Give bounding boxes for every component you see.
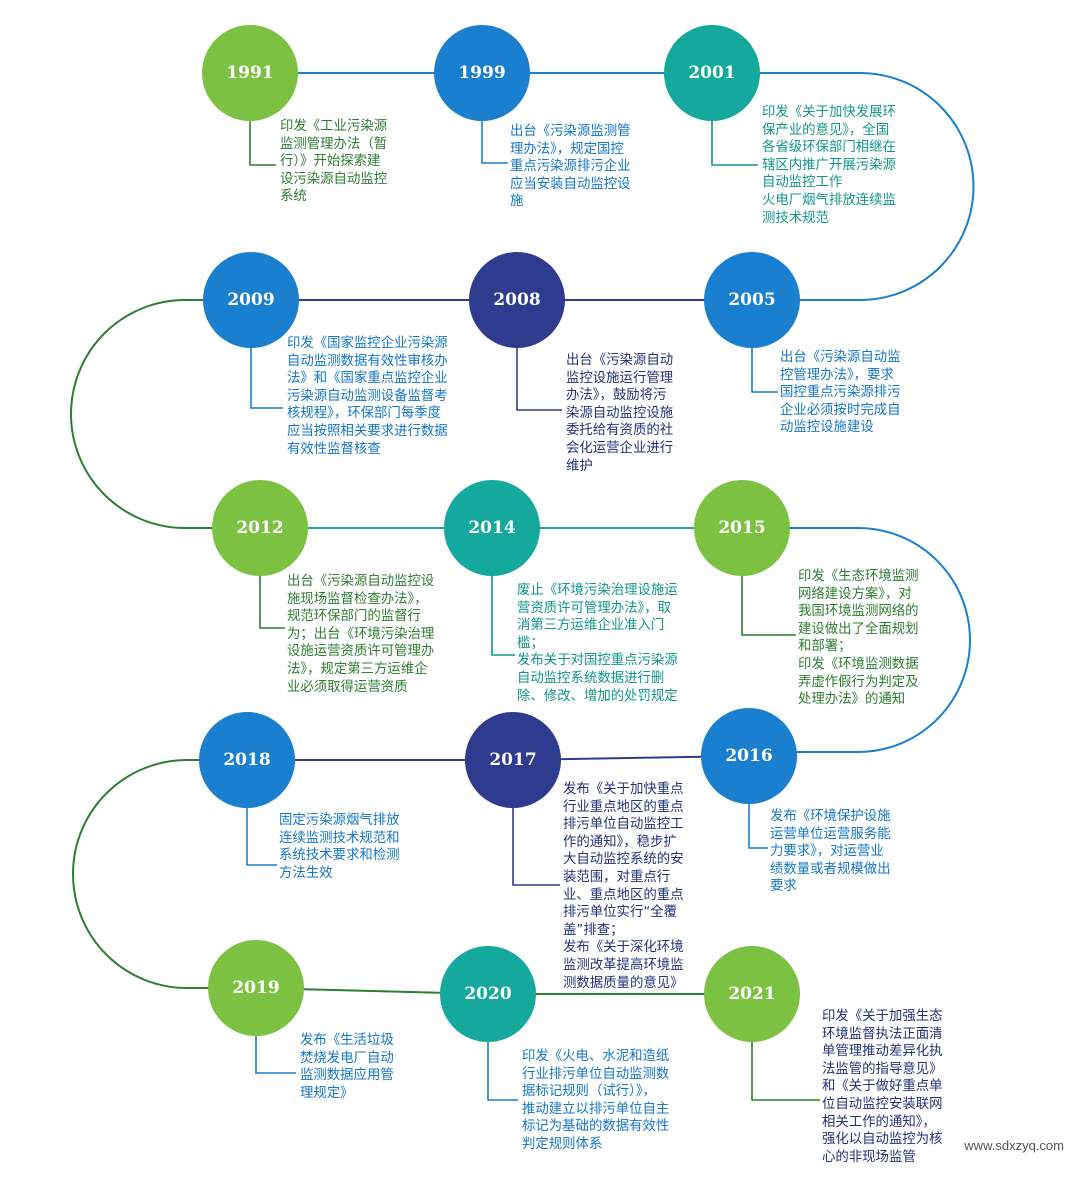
year-node-2017: 2017 [465,712,561,808]
milestone-desc-2008: 出台《污染源自动 监控设施运行管理 办法》，鼓励将污 染源自动监控设施 委托给有… [566,353,674,474]
year-node-2018: 2018 [199,712,295,808]
watermark-text: www.sdxzyq.com [964,1138,1064,1153]
milestone-desc-2012: 出台《污染源自动监控设 施现场监督检查办法》， 规范环保部门的监督行 为；出台《… [287,574,435,695]
milestone-desc-2005: 出台《污染源自动监 控管理办法》，要求 国控重点污染源排污 企业必须按时完成自 … [780,350,901,436]
callout-2012 [259,573,285,629]
connector-2015-2016 [742,527,971,753]
year-node-2019: 2019 [208,940,304,1036]
milestone-desc-2009: 印发《国家监控企业污染源 自动监测数据有效性审核办 法》和《国家重点监控企业 污… [287,336,448,457]
callout-2008 [516,345,562,411]
year-node-2008: 2008 [469,252,565,348]
year-node-2014: 2014 [444,480,540,576]
year-node-1999: 1999 [434,25,530,121]
year-node-2015: 2015 [694,480,790,576]
year-node-2001: 2001 [664,25,760,121]
year-node-2012: 2012 [212,480,308,576]
milestone-desc-2018: 固定污染源烟气排放 连续监测技术规范和 系统技术要求和检测 方法生效 [279,813,400,881]
connector-2018-2019 [72,759,256,989]
callout-2014 [491,573,515,656]
year-node-2020: 2020 [440,946,536,1042]
year-node-2021: 2021 [704,946,800,1042]
milestone-desc-2001: 印发《关于加快发展环 保产业的意见》，全国 各省级环保部门相继在 辖区内推广开展… [762,105,896,226]
milestone-desc-2021: 印发《关于加强生态 环境监督执法正面清 单管理推动差异化执 法监管的指导意见》 … [822,1009,943,1165]
milestone-desc-2016: 发布《环境保护设施 运营单位运营服务能 力要求》，对运营业 绩数量或者规模做出 … [770,809,891,895]
connector-2009-2012 [70,299,260,529]
callout-2005 [751,345,778,393]
year-node-2016: 2016 [701,708,797,804]
callout-1991 [249,118,276,166]
year-node-2005: 2005 [704,252,800,348]
callout-2021 [751,1039,820,1101]
milestone-desc-1999: 出台《污染源监测管 理办法》，规定国控 重点污染源排污企业 应当安装自动监控设 … [510,124,631,210]
callout-2019 [255,1033,296,1074]
callout-2015 [741,573,796,636]
milestone-desc-2014: 废止《环境污染治理设施运 营资质许可管理办法》，取 消第三方运维企业准入门 槛；… [517,583,678,704]
callout-2016 [748,799,768,849]
callout-2017 [512,805,560,886]
year-node-2009: 2009 [203,252,299,348]
callout-2018 [246,805,277,866]
milestone-desc-2017: 发布《关于加快重点 行业重点地区的重点 排污单位自动监控工 作的通知》，稳步扩 … [563,782,684,991]
milestone-desc-2020: 印发《火电、水泥和造纸 行业排污单位自动监测数 据标记规则（试行）》， 推动建立… [522,1049,670,1152]
year-node-1991: 1991 [202,25,298,121]
callout-1999 [481,118,508,164]
milestone-desc-2015: 印发《生态环境监测 网络建设方案》，对 我国环境监测网络的 建设做出了全面规划 … [798,569,919,708]
callout-2009 [250,345,283,409]
milestone-desc-2019: 发布《生活垃圾 焚烧发电厂自动 监测数据应用管 理规定》 [300,1033,394,1101]
milestone-desc-1991: 印发《工业污染源 监测管理办法（暂 行）》开始探索建 设污染源自动监控 系统 [280,119,388,205]
callout-2020 [487,1039,518,1101]
connector-2001-2005 [712,72,975,301]
callout-2001 [711,118,758,166]
